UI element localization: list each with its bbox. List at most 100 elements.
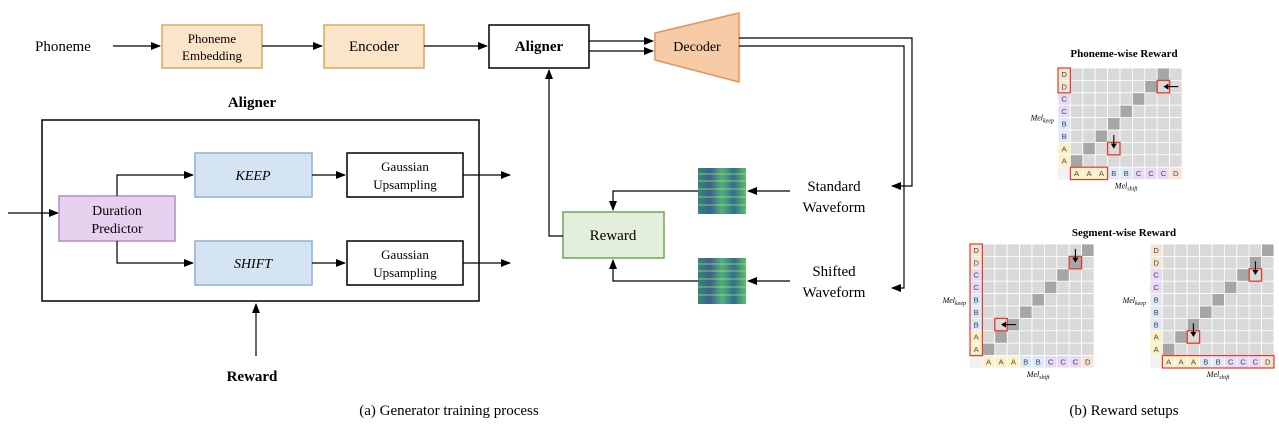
decoder-label: Decoder [673,40,721,55]
matrix-row-label: B [1154,296,1159,305]
duration-predictor-label-2: Predictor [91,222,143,237]
matrix-col-label: B [1036,358,1041,367]
mel-keep-label: Melkeep [942,296,966,307]
duration-predictor-label-1: Duration [92,204,142,219]
segment-wise-title: Segment-wise Reward [1072,227,1176,239]
aligner-detail-frame [41,119,480,302]
upsampling-keep-label-1: Gaussian [381,159,429,174]
matrix-col-label: C [1048,358,1054,367]
matrix-row-label: D [1153,246,1159,255]
shift-label: SHIFT [234,257,273,272]
matrix-row-label: D [1061,70,1067,79]
matrix-col-label: A [998,358,1004,367]
caption-a: (a) Generator training process [359,403,539,419]
phoneme-embedding-label-1: Phoneme [188,31,237,46]
aligner-detail-title: Aligner [228,95,277,111]
matrix-col-label: C [1148,169,1154,178]
encoder-label: Encoder [349,39,399,55]
reward-block: Reward [562,211,665,259]
matrix-col-label: B [1124,169,1129,178]
keep-block: KEEP [194,152,313,198]
upsampling-shift-label-1: Gaussian [381,247,429,262]
matrix-row-label: C [1153,283,1159,292]
matrix-row-label: C [1061,107,1067,116]
matrix-row-label: C [1061,95,1067,104]
upsampling-keep-label-2: Upsampling [373,177,437,192]
phoneme-embedding-label-2: Embedding [182,48,242,63]
matrix-row-label: B [974,308,979,317]
mel-shift-label: Melshift [1114,182,1138,193]
matrix-col-label: B [1111,169,1116,178]
matrix-col-label: B [1216,358,1221,367]
matrix-col-label: C [1253,358,1259,367]
mel-keep-label: Melkeep [1030,114,1054,125]
matrix-row-label: A [1154,333,1160,342]
matrix-col-label: C [1161,169,1167,178]
matrix-col-label: A [1086,169,1092,178]
matrix-row-label: A [974,345,980,354]
matrix-row-label: A [1062,144,1068,153]
matrix-col-label: C [1060,358,1066,367]
matrix-row-label: D [973,258,979,267]
matrix-row-label: A [1154,345,1160,354]
matrix-row-label: B [1154,308,1159,317]
matrix-row-label: B [974,296,979,305]
matrix-col-label: A [1178,358,1184,367]
standard-waveform-label-2: Waveform [803,200,866,216]
shifted-waveform-label-1: Shifted [812,264,856,280]
bottom-reward-label: Reward [227,369,278,385]
matrix-col-label: C [1240,358,1246,367]
matrix-col-label: A [1074,169,1080,178]
matrix-col-label: A [986,358,992,367]
mel-shift-label: Melshift [1206,370,1230,381]
aligner-block: Aligner [488,24,590,69]
matrix-row-label: A [1062,157,1068,166]
matrix-col-label: A [1191,358,1197,367]
aligner-label: Aligner [515,39,564,55]
duration-predictor-block: Duration Predictor [58,195,176,242]
matrix-row-label: C [973,283,979,292]
phoneme-embedding-block: Phoneme Embedding [161,24,263,69]
reward-label: Reward [590,228,637,244]
matrix-col-label: A [1099,169,1105,178]
caption-b: (b) Reward setups [1069,403,1178,419]
matrix-row-label: A [974,333,980,342]
standard-spectrogram [698,168,746,214]
standard-waveform-label-1: Standard [807,179,861,195]
matrix-row-label: C [973,271,979,280]
matrix-row-label: B [1062,120,1067,129]
upsampling-keep-block: Gaussian Upsampling [346,152,464,198]
matrix-col-label: A [1011,358,1017,367]
matrix-col-label: D [1085,358,1091,367]
matrix-col-label: D [1173,169,1179,178]
matrix-row-label: D [973,246,979,255]
shifted-waveform-label-2: Waveform [803,285,866,301]
matrix-row-label: B [1154,320,1159,329]
shifted-spectrogram [698,258,746,304]
shift-block: SHIFT [194,240,313,286]
encoder-block: Encoder [323,24,425,69]
matrix-col-label: A [1166,358,1172,367]
matrix-col-label: C [1073,358,1079,367]
matrix-col-label: B [1203,358,1208,367]
decoder-block: Decoder [654,12,740,83]
matrix-row-label: B [1062,132,1067,141]
matrix-col-label: B [1023,358,1028,367]
mel-shift-label: Melshift [1026,370,1050,381]
matrix-row-label: D [1153,258,1159,267]
upsampling-shift-block: Gaussian Upsampling [346,240,464,286]
matrix-row-label: C [1153,271,1159,280]
mel-keep-label: Melkeep [1122,296,1146,307]
matrix-col-label: D [1265,358,1271,367]
matrix-row-label: B [974,320,979,329]
upsampling-shift-label-2: Upsampling [373,265,437,280]
matrix-col-label: C [1228,358,1234,367]
keep-label: KEEP [235,169,271,184]
matrix-col-label: C [1136,169,1142,178]
phoneme-input-label: Phoneme [35,39,91,55]
